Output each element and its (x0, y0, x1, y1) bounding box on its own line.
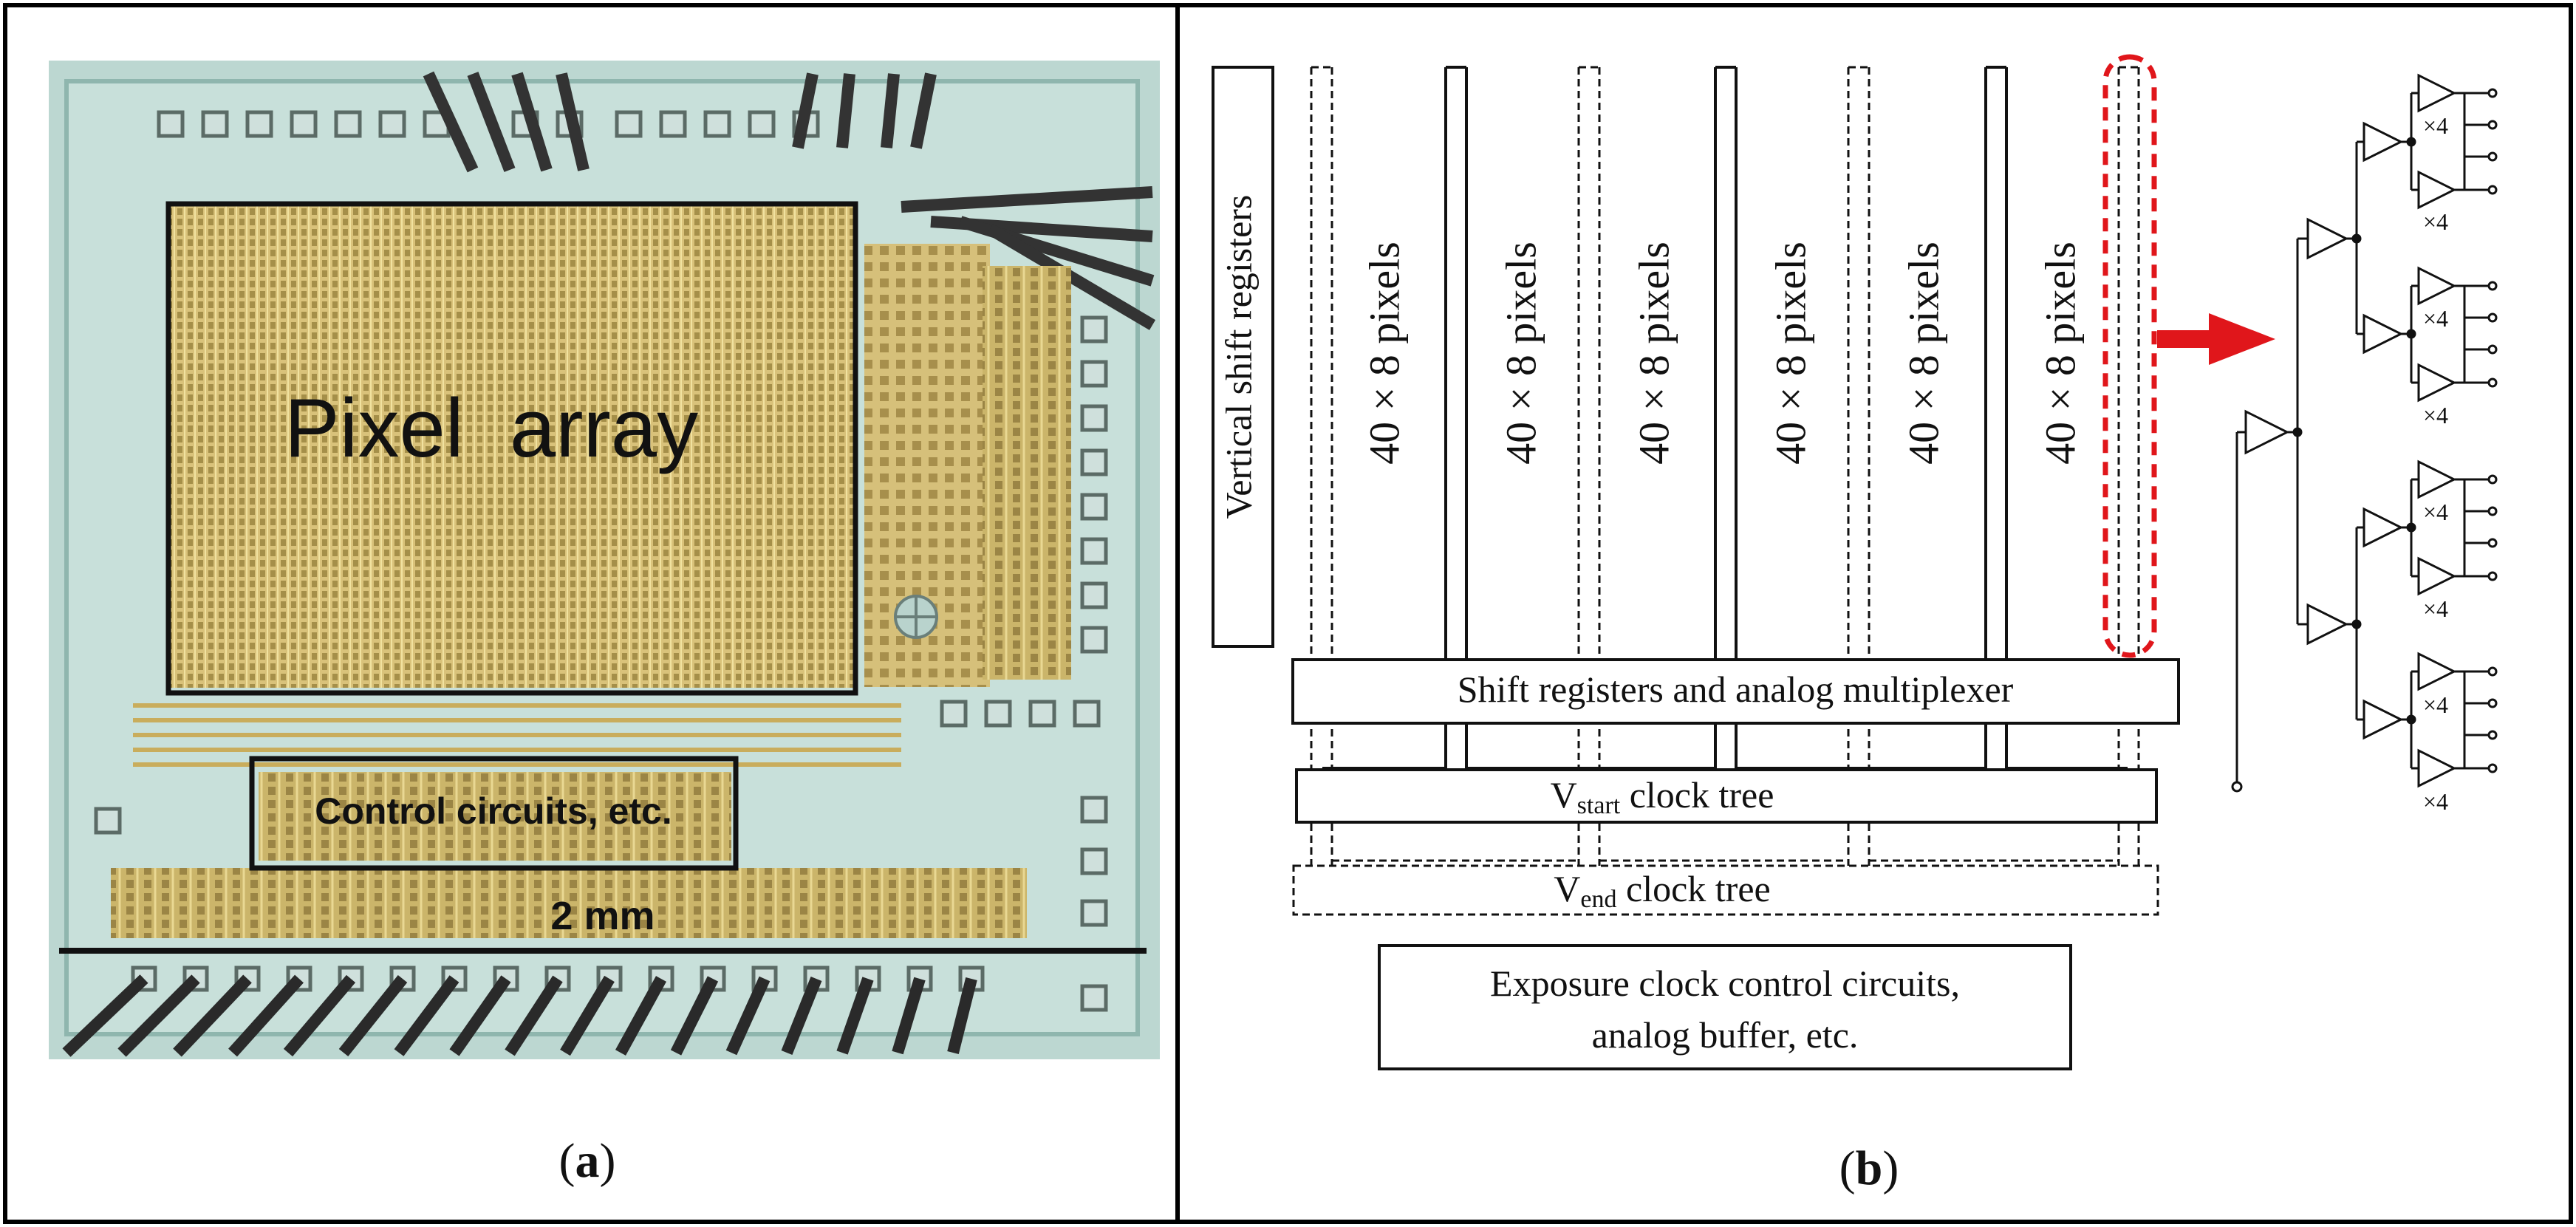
leaf-buffer (2417, 652, 2457, 691)
vend-clock-tree-box (1292, 864, 2159, 916)
panel-b: Vertical shift registers (1212, 54, 2498, 1195)
fanout-label: ×4 (2423, 208, 2448, 235)
fanout-label: ×4 (2423, 595, 2448, 622)
leaf-buffer (2417, 748, 2457, 788)
exposure-clock-control-box (1378, 944, 2072, 1070)
pixel-block-1-label: 40 × 8 pixels (1360, 242, 1408, 465)
exposure-line-1: Exposure clock control circuits, (1490, 963, 1960, 1004)
output-rails (2454, 92, 2466, 770)
fanout-label: ×4 (2423, 305, 2448, 332)
leaf-buffer (2417, 459, 2457, 499)
buffer-level-3-a (2363, 121, 2404, 163)
control-circuits-box (249, 756, 739, 871)
vend-clock-tree-label: Vend clock tree (1554, 868, 1770, 913)
caption-a: (a) (559, 1134, 616, 1188)
caption-b: (b) (1839, 1141, 1899, 1195)
chip-photo (49, 61, 1160, 1059)
buffer-clock-tree: ×4 ×4 ×4 ×4 ×4 ×4 ×4 ×4 (2231, 73, 2498, 815)
buffer-level-3-b (2363, 313, 2404, 355)
fanout-label: ×4 (2423, 691, 2448, 718)
outer-frame (3, 3, 2573, 1224)
panel-a: Pixel array Control circuits, etc. 2 mm … (49, 61, 1160, 1188)
pixel-block-3-label: 40 × 8 pixels (1630, 242, 1678, 465)
pixel-block-2-label: 40 × 8 pixels (1497, 242, 1545, 465)
leaf-buffer (2417, 170, 2457, 210)
input-node (2231, 781, 2243, 793)
buffer-level-2-bottom (2306, 603, 2349, 646)
buffer-level-1 (2244, 409, 2290, 455)
shift-registers-mux-label: Shift registers and analog multiplexer (1458, 669, 2014, 710)
red-arrow (2157, 313, 2275, 365)
fanout-label: ×4 (2423, 788, 2448, 815)
pixel-array-texture (168, 204, 855, 688)
scale-bar-label: 2 mm (550, 894, 655, 938)
vstart-clock-tree-box (1295, 768, 2158, 824)
vend-rails (1310, 66, 2140, 868)
vertical-shift-registers-box (1212, 66, 1274, 648)
fanout-labels: ×4 ×4 ×4 ×4 ×4 ×4 ×4 ×4 (2423, 112, 2448, 815)
bottom-circuits-texture (111, 868, 1027, 938)
pixel-block-5-label: 40 × 8 pixels (1899, 242, 1947, 465)
right-bond-pads (940, 315, 1108, 1012)
vstart-clock-tree-label: Vstart clock tree (1551, 774, 1774, 819)
leaf-buffer (2417, 363, 2457, 403)
vertical-shift-registers-label: Vertical shift registers (1217, 195, 1259, 519)
shift-registers-mux-box (1291, 658, 2180, 725)
pixel-array-box (165, 201, 858, 696)
fanout-label: ×4 (2423, 499, 2448, 525)
leaf-buffers (2411, 73, 2457, 788)
buffer-level-3-c (2363, 507, 2404, 548)
leaf-buffer (2417, 266, 2457, 306)
bottom-bond-wires (62, 974, 977, 1057)
highlighted-clock-column (2102, 54, 2157, 658)
pixel-block-4-label: 40 × 8 pixels (1766, 242, 1814, 465)
fanout-label: ×4 (2423, 402, 2448, 428)
fanout-label: ×4 (2423, 112, 2448, 139)
bus-lines (133, 703, 901, 767)
leaf-buffer (2417, 556, 2457, 596)
buffer-level-3-d (2363, 699, 2404, 740)
exposure-line-2: analog buffer, etc. (1592, 1014, 1859, 1056)
leaf-buffer (2417, 73, 2457, 113)
pixel-block-6-label: 40 × 8 pixels (2036, 242, 2084, 465)
buffer-level-2-top (2306, 217, 2349, 260)
pixel-block-labels: 40 × 8 pixels 40 × 8 pixels 40 × 8 pixel… (1360, 242, 2084, 465)
control-circuits-label: Control circuits, etc. (315, 790, 672, 832)
output-taps (2464, 88, 2498, 773)
vstart-rails (1322, 66, 2128, 770)
pixel-array-label: Pixel array (284, 382, 698, 474)
